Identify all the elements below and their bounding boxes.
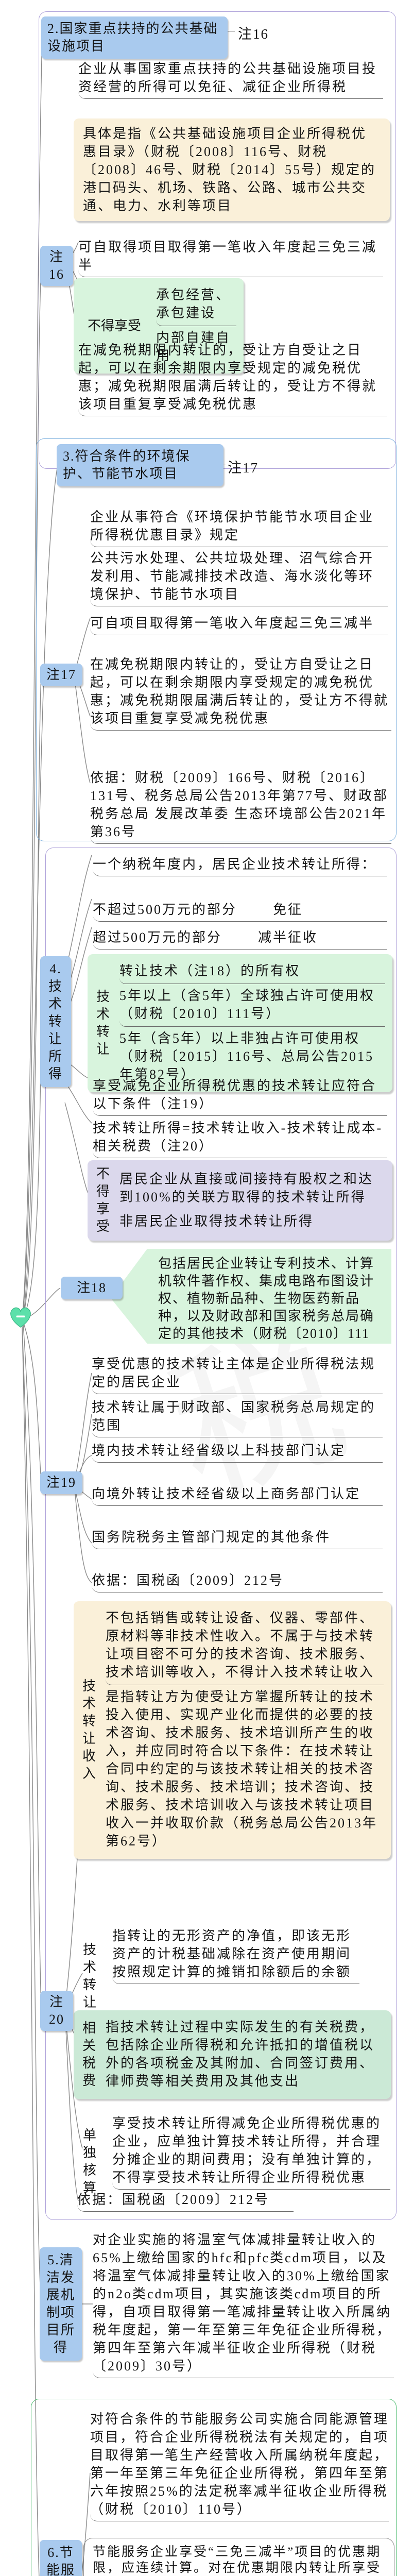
topic-4-node[interactable]: 4.技术转让所得 [40, 956, 71, 1087]
node-s3-scope[interactable]: 公共污水处理、公共垃圾处理、沼气综合开发利用、节能减排技术改造、海水淡化等环境保… [90, 549, 388, 606]
s2-excluded-item[interactable]: 内部自建自用 [156, 330, 231, 363]
note20-income-label: 技术转让收入 [82, 1679, 96, 1781]
note16-node[interactable]: 注16 [40, 246, 73, 286]
node-s2-catalog[interactable]: 具体是指《公共基础设施项目企业所得税优惠目录》（财税〔2008〕116号、财税〔… [74, 118, 390, 221]
group-border-section6 [31, 2399, 397, 2576]
s2-catalog-text: 具体是指《公共基础设施项目企业所得税优惠目录》（财税〔2008〕116号、财税〔… [83, 126, 376, 213]
group-border-section4 [45, 848, 397, 2220]
note18-node[interactable]: 注18 [61, 1277, 123, 1299]
note20-taxes-label: 相关税费 [82, 2021, 96, 2088]
note19-node[interactable]: 注19 [40, 1471, 82, 1494]
node-s4-tech-group[interactable]: 技术转让 转让技术（注18）的所有权 5年以上（含5年）全球独占许可使用权（财税… [88, 954, 392, 1092]
s4-tech-label: 技术转让 [96, 989, 110, 1057]
node-note19-item[interactable]: 技术转让属于财政部、国家税务总局规定的范围 [92, 1398, 383, 1437]
group-border-section3 [36, 438, 397, 841]
node-note20-taxes[interactable]: 相关税费 指技术转让过程中实际发生的有关税费，包括除企业所得税和允许抵扣的增值税… [74, 2010, 391, 2099]
topic-5-node[interactable]: 5.清洁发展机制项目所得 [40, 2247, 82, 2361]
node-s4-basis[interactable]: 依据：国税函〔2009〕212号 [77, 2191, 294, 2212]
note17-reference-label: 注17 [228, 460, 259, 476]
s4-tier2-result: 减半征收 [258, 930, 318, 945]
node-note19-item[interactable]: 享受优惠的技术转让主体是企业所得税法规定的居民企业 [92, 1355, 383, 1394]
s6-text2-frame [83, 2538, 394, 2576]
note18-text: 包括居民企业转让专利技术、计算机软件著作权、集成电路布图设计权、植物新品种、生物… [158, 1256, 375, 1359]
note16-reference-label: 注16 [238, 26, 269, 42]
note20-node[interactable]: 注20 [40, 1991, 73, 2031]
node-s3-intro[interactable]: 企业从事符合《环境保护节能节水项目企业所得税优惠目录》规定 [90, 508, 388, 547]
node-s3-basis[interactable]: 依据：财税〔2009〕166号、财税〔2016〕131号、税务总局公告2013年… [90, 769, 391, 844]
node-s2-excluded[interactable]: 不得享受 承包经营、承包建设 内部自建自用 [74, 278, 244, 374]
node-s3-transfer[interactable]: 在减免税期限内转让的，受让方自受让之日起，可以在剩余期限内享受规定的减免税优惠；… [90, 655, 391, 731]
node-s2-transfer[interactable]: 在减免税期限内转让的，受让方自受让之日起，可以在剩余期限内享受规定的减免税优惠；… [78, 341, 387, 416]
s2-excluded-label: 不得享受 [87, 318, 141, 333]
node-note20-separate[interactable]: 享受技术转让所得减免企业所得税优惠的企业，应单独计算技术转让所得，并合理分摊企业… [112, 2114, 390, 2190]
note20-income-item[interactable]: 不包括销售或转让设备、仪器、零部件、原材料等非技术性收入。不属于与技术转让项目密… [106, 1606, 384, 1685]
s4-excluded-item[interactable]: 居民企业从直接或间接持有股权之和达到100%的关联方取得的技术转让所得 [119, 1171, 374, 1205]
note17-node[interactable]: 注17 [40, 664, 82, 686]
node-note19-item[interactable]: 向境外转让技术经省级以上商务部门认定 [92, 1485, 383, 1506]
node-s4-tier1[interactable]: 不超过500万元的部分 免征 [93, 901, 387, 922]
node-s4-intro[interactable]: 一个纳税年度内，居民企业技术转让所得： [93, 855, 387, 876]
node-note20-cost[interactable]: 指转让的无形资产的净值，即该无形资产的计税基础减除在资产使用期间按照规定计算的摊… [112, 1927, 359, 1984]
s4-excluded-label: 不得享受 [96, 1166, 110, 1234]
s4-excluded-item[interactable]: 非居民企业取得技术转让所得 [119, 1213, 314, 1229]
node-s4-excluded[interactable]: 不得享受 居民企业从直接或间接持有股权之和达到100%的关联方取得的技术转让所得… [88, 1160, 392, 1241]
topic-6-node[interactable]: 6.节能服务公司合同能源管理项目所得 [40, 2540, 82, 2576]
node-s5-text[interactable]: 对企业实施的将温室气体减排量转让收入的65%上缴给国家的hfc和pfc类cdm项… [93, 2231, 394, 2378]
node-note19-item[interactable]: 国务院税务主管部门规定的其他条件 [92, 1528, 383, 1549]
node-s2-intro[interactable]: 企业从事国家重点扶持的公共基础设施项目投资经营的所得可以免征、减征企业所得税 [78, 60, 383, 99]
note20-taxes-text: 指技术转让过程中实际发生的有关税费，包括除企业所得税和允许抵扣的增值税以外的各项… [106, 2020, 375, 2089]
note20-income-item[interactable]: 是指转让方为使受让方掌握所转让的技术投入使用、实现产业化而提供的必要的技术咨询、… [106, 1689, 378, 1849]
node-note20-income[interactable]: 技术转让收入 不包括销售或转让设备、仪器、零部件、原材料等非技术性收入。不属于与… [74, 1601, 391, 1859]
node-note18-detail[interactable]: 包括居民企业转让专利技术、计算机软件著作权、集成电路布图设计权、植物新品种、生物… [111, 1249, 391, 1344]
s4-tech-item[interactable]: 5年以上（含5年）全球独占许可使用权（财税〔2010〕111号） [119, 984, 385, 1027]
node-note19-item[interactable]: 境内技术转让经省级以上科技部门认定 [92, 1442, 383, 1463]
node-s4-formula[interactable]: 技术转让所得=技术转让收入-技术转让成本-相关税费（注20） [93, 1119, 387, 1158]
s4-tier1-result: 免征 [273, 902, 303, 917]
s2-excluded-item[interactable]: 承包经营、承包建设 [156, 283, 236, 326]
note20-separate-label: 单独核算 [82, 2128, 96, 2195]
root-node-heart[interactable] [8, 1306, 33, 1329]
collapse-minus-icon [16, 1315, 25, 1318]
s4-tech-item[interactable]: 转让技术（注18）的所有权 [119, 959, 385, 984]
node-s2-holiday[interactable]: 可自取得项目取得第一笔收入年度起三免三减半 [78, 238, 383, 277]
node-s4-condition[interactable]: 享受减免企业所得税优惠的技术转让应符合以下条件（注19） [93, 1077, 387, 1116]
node-s6-text1[interactable]: 对符合条件的节能服务公司实施合同能源管理项目，符合企业所得税税法有关规定的，自项… [90, 2410, 389, 2521]
node-s3-holiday[interactable]: 可自项目取得第一笔收入年度起三免三减半 [90, 614, 388, 635]
s4-tech-item[interactable]: 5年（含5年）以上非独占许可使用权（财税〔2015〕116号、总局公告2015年… [119, 1031, 374, 1082]
s4-tier1-base: 不超过500万元的部分 [93, 902, 237, 917]
s4-tier2-base: 超过500万元的部分 [93, 930, 222, 945]
heart-icon [10, 1307, 31, 1328]
node-note19-item[interactable]: 依据：国税函〔2009〕212号 [92, 1571, 383, 1592]
topic-3-header[interactable]: 3.符合条件的环境保护、节能节水项目 [57, 444, 223, 486]
node-s6-text2[interactable]: 节能服务企业享受“三免三减半”项目的优惠期限，应连续计算。对在优惠期限内转让所享… [93, 2545, 382, 2575]
node-s4-tier2[interactable]: 超过500万元的部分 减半征收 [93, 928, 387, 950]
topic-2-header[interactable]: 2.国家重点扶持的公共基础设施项目 [41, 16, 228, 59]
